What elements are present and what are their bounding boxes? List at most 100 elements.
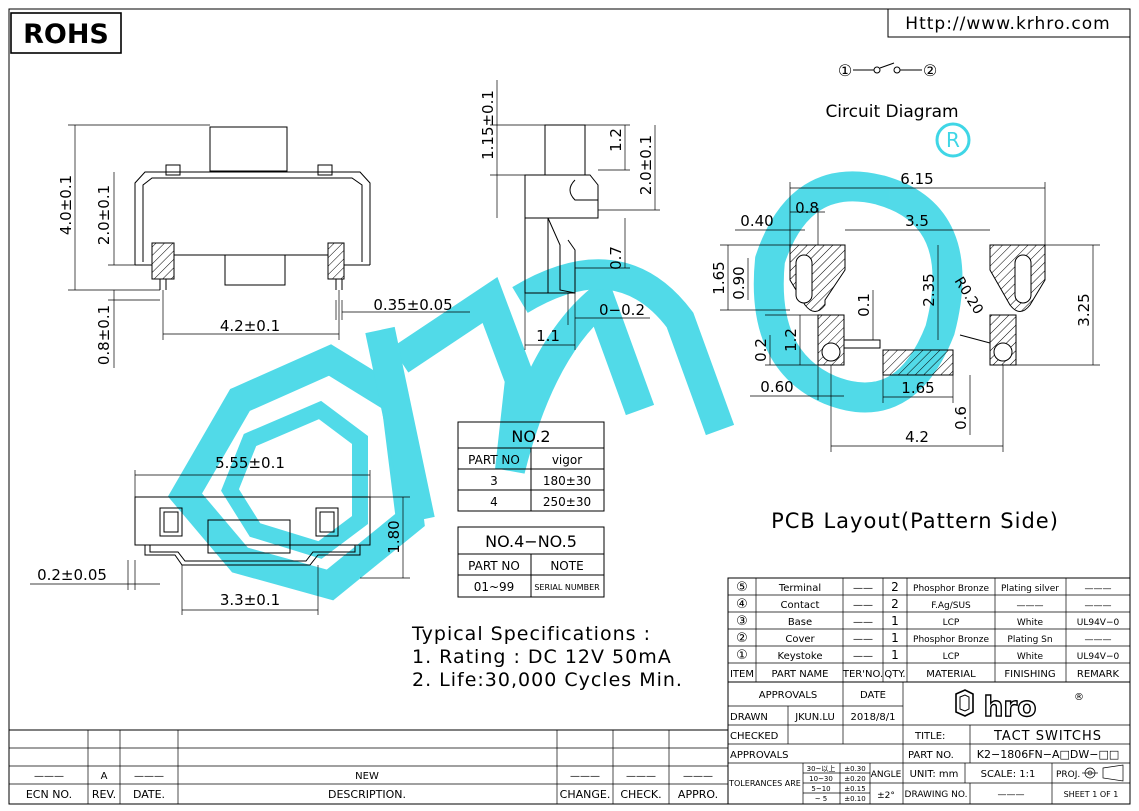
bom-cell-name: Terminal xyxy=(778,583,821,594)
no2-row-vigor: 250±30 xyxy=(543,495,591,509)
tb-scale: SCALE: 1:1 xyxy=(981,769,1036,780)
dim-side-1-2: 1.2 xyxy=(607,128,625,152)
dim-top-1-15: 1.15±0.1 xyxy=(479,90,497,160)
dim-bottom-1-80: 1.80 xyxy=(385,520,403,553)
bom-header-name: PART NAME xyxy=(771,669,828,680)
rohs-label: ROHS xyxy=(23,19,109,50)
bom-cell-qty: 1 xyxy=(891,631,899,645)
dim-pcb-3-25: 3.25 xyxy=(1075,293,1093,326)
bom-header-material: MATERIAL xyxy=(926,669,976,680)
dim-pcb-0-60: 0.60 xyxy=(760,378,793,396)
rev-header-date: DATE. xyxy=(133,788,165,801)
website-url[interactable]: Http://www.krhro.com xyxy=(905,14,1110,34)
rev-rev-value: A xyxy=(101,771,108,782)
tb-proj: PROJ. xyxy=(1056,770,1080,780)
bom-cell-item: ③ xyxy=(736,614,748,629)
tb-tol-range: 10~30 xyxy=(809,775,833,783)
bom-cell-remark: ——— xyxy=(1085,635,1112,645)
bom-cell-name: Cover xyxy=(785,634,815,645)
bom-cell-finishing: White xyxy=(1017,618,1044,628)
tb-checked: CHECKED xyxy=(730,731,779,742)
tb-date: DATE xyxy=(860,690,886,701)
no45-row-partno: 01~99 xyxy=(474,580,515,594)
tb-tol-value: ±0.15 xyxy=(844,785,865,793)
bom-cell-ter: —— xyxy=(853,600,873,611)
bom-cell-remark: UL94V−0 xyxy=(1077,652,1120,662)
dim-pitch-4-2: 4.2±0.1 xyxy=(220,317,280,335)
url-box xyxy=(887,8,1131,38)
bom-header-item: ITEM xyxy=(730,669,754,680)
circuit-diagram-label: Circuit Diagram xyxy=(825,102,958,122)
hro-logo: hro ® xyxy=(955,689,1084,724)
bom-cell-material: F.Ag/SUS xyxy=(931,601,971,611)
rev-appro-value: ——— xyxy=(683,771,713,782)
tb-tol-value: ±0.10 xyxy=(844,795,865,803)
tb-tol-range: ~ 5 xyxy=(815,795,828,803)
bom-cell-material: Phosphor Bronze xyxy=(913,584,989,594)
dim-pcb-0-40: 0.40 xyxy=(740,212,773,230)
pcb-layout: 6.15 0.40 0.8 3.5 1.65 0.90 0.1 2.35 R0.… xyxy=(710,170,1100,533)
rev-header-check: CHECK. xyxy=(620,788,661,801)
bottom-view: 5.55±0.1 1.80 0.2±0.05 3.3±0.1 xyxy=(30,454,410,615)
bom-header-remark: REMARK xyxy=(1077,669,1120,680)
dim-pcb-0-6: 0.6 xyxy=(952,406,970,430)
dim-side-0-7: 0.7 xyxy=(607,246,625,270)
dim-bottom-5-55: 5.55±0.1 xyxy=(215,454,285,472)
dim-pin-0-35: 0.35±0.05 xyxy=(373,296,452,314)
dim-bottom-3-3: 3.3±0.1 xyxy=(220,591,280,609)
front-view: 4.0±0.1 2.0±0.1 0.8±0.1 4.2±0.1 0.35±0.0… xyxy=(57,124,470,368)
typical-specifications: Typical Specifications : 1. Rating : DC … xyxy=(411,623,682,691)
logo-registered: ® xyxy=(1074,692,1084,703)
title-block: APPROVALS DATE DRAWN JKUN.LU 2018/8/1 CH… xyxy=(727,681,1131,805)
bom-cell-qty: 1 xyxy=(891,614,899,628)
bom-cell-qty: 2 xyxy=(891,580,899,594)
svg-text:R: R xyxy=(946,128,960,152)
bom-cell-name: Base xyxy=(788,617,812,628)
sheet-border xyxy=(8,8,1131,805)
rohs-box xyxy=(10,12,122,54)
dim-pcb-0-2: 0.2 xyxy=(752,338,770,362)
bom-cell-finishing: Plating Sn xyxy=(1007,635,1052,645)
rev-header-rev: REV. xyxy=(92,788,116,801)
no2-row-vigor: 180±30 xyxy=(543,474,591,488)
tb-drawing-no-value: ——— xyxy=(998,790,1025,800)
bom-cell-item: ② xyxy=(736,631,748,646)
side-view: 1.15±0.1 1.2 2.0±0.1 0.7 0−0.2 1.1 xyxy=(479,80,660,350)
watermark-registered: R xyxy=(935,122,971,158)
no45-header-partno: PART NO xyxy=(468,559,520,573)
tb-tol-value: ±0.30 xyxy=(844,765,865,773)
bom-cell-name: Contact xyxy=(781,600,820,611)
tb-angle-value: ±2° xyxy=(877,791,895,801)
bom-header-ter: TER'NO. xyxy=(842,669,883,680)
dim-pcb-1-2: 1.2 xyxy=(782,328,800,352)
bom-cell-material: Phosphor Bronze xyxy=(913,635,989,645)
circuit-node-2: ② xyxy=(923,61,937,80)
no2-title: NO.2 xyxy=(511,427,550,446)
rev-date-value: ——— xyxy=(134,771,164,782)
dim-leg-0-8: 0.8±0.1 xyxy=(95,305,113,365)
dim-pcb-0-8: 0.8 xyxy=(795,199,819,217)
no45-table: NO.4−NO.5 PART NO NOTE 01~99 SERIAL NUMB… xyxy=(457,526,605,598)
bom-cell-qty: 2 xyxy=(891,597,899,611)
no45-title: NO.4−NO.5 xyxy=(485,532,577,551)
bom-cell-item: ④ xyxy=(736,597,748,612)
rev-ecn-value: ——— xyxy=(34,771,64,782)
projection-symbol-icon xyxy=(1082,764,1124,782)
bom-cell-remark: ——— xyxy=(1085,584,1112,594)
no2-header-vigor: vigor xyxy=(552,453,582,467)
tb-tol-range: 5~10 xyxy=(811,785,830,793)
bom-cell-finishing: White xyxy=(1017,652,1044,662)
tb-drawn: DRAWN xyxy=(730,712,768,723)
bom-cell-remark: UL94V−0 xyxy=(1077,618,1120,628)
bom-cell-qty: 1 xyxy=(891,648,899,662)
no2-table: NO.2 PART NO vigor 3 180±30 4 250±30 xyxy=(457,421,605,512)
dim-bottom-0-2: 0.2±0.05 xyxy=(37,566,107,584)
tb-partno-label: PART NO. xyxy=(908,750,954,761)
bom-cell-ter: —— xyxy=(853,617,873,628)
logo-text: hro xyxy=(984,690,1037,723)
rev-header-change: CHANGE. xyxy=(560,788,611,801)
dim-pcb-4-2: 4.2 xyxy=(905,428,929,446)
dim-pcb-0-1: 0.1 xyxy=(855,293,873,317)
rev-header-appro: APPRO. xyxy=(678,788,718,801)
